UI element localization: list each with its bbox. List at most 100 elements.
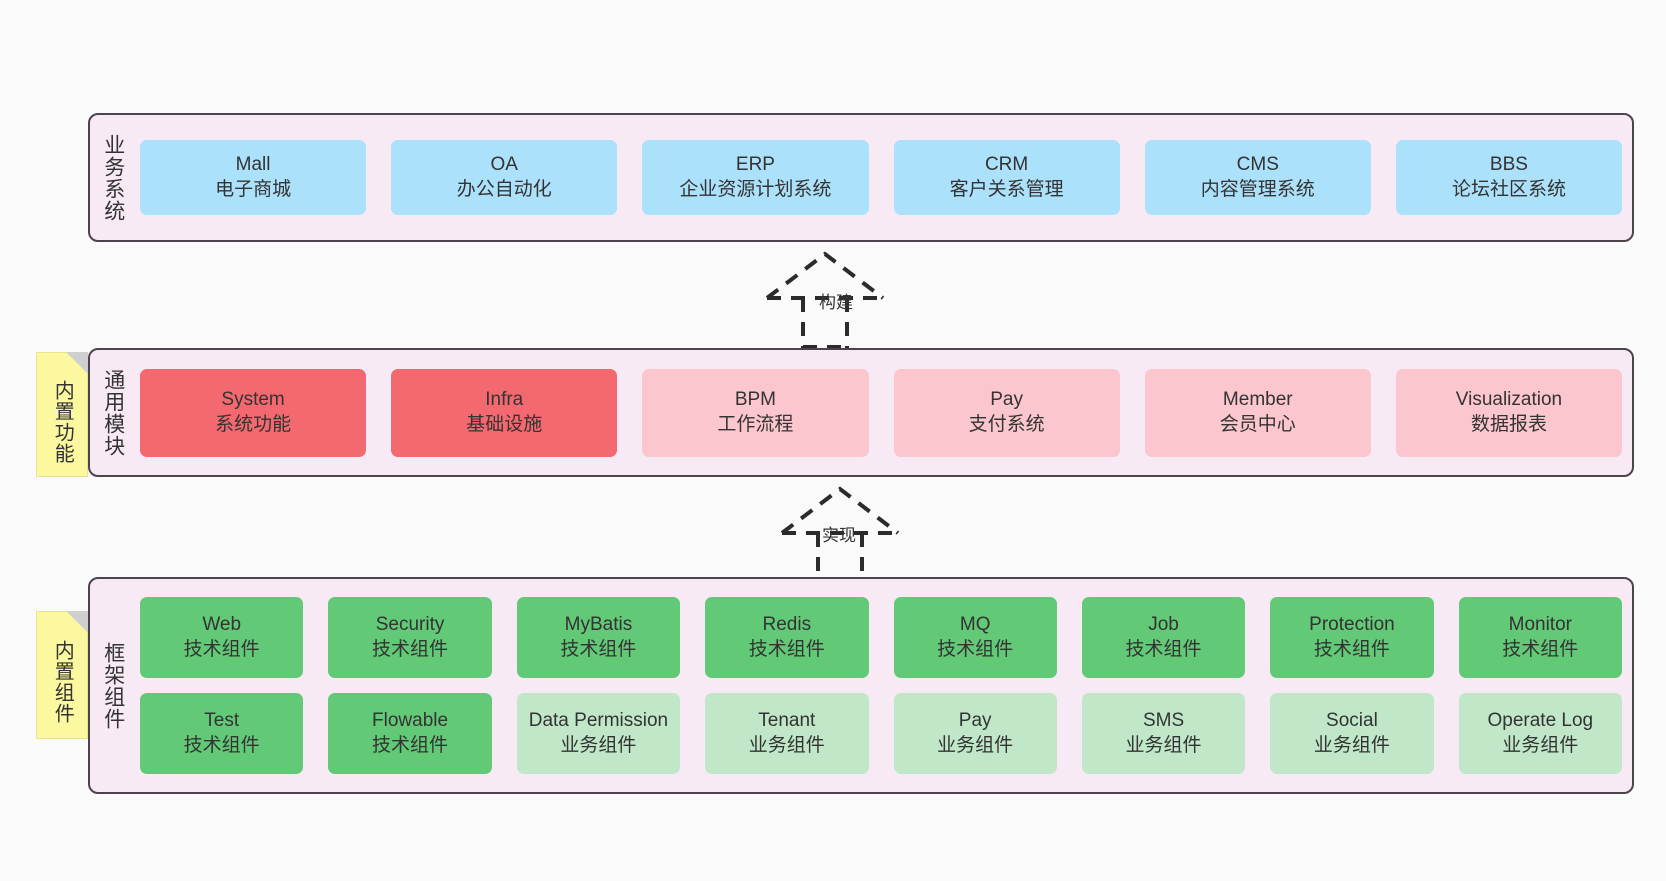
node-subtitle: 技术组件 xyxy=(1125,638,1202,660)
node-subtitle: 支付系统 xyxy=(968,413,1045,435)
node-subtitle: 数据报表 xyxy=(1470,413,1547,435)
node-subtitle: 内容管理系统 xyxy=(1200,178,1315,200)
layer-title-common: 通用模块 xyxy=(101,368,125,457)
node-title: Infra xyxy=(485,389,524,411)
node-title: Visualization xyxy=(1455,389,1563,411)
node-visualization[interactable]: Visualization 数据报表 xyxy=(1395,368,1623,457)
layer-row: Test 技术组件 Flowable 技术组件 Data Permission … xyxy=(140,693,1622,774)
node-title: Web xyxy=(202,614,242,636)
node-social[interactable]: Social 业务组件 xyxy=(1270,693,1434,774)
connector-build-label: 构建 xyxy=(819,293,853,312)
node-title: Member xyxy=(1222,389,1293,411)
node-bbs[interactable]: BBS 论坛社区系统 xyxy=(1395,140,1623,215)
node-mall[interactable]: Mall 电子商城 xyxy=(140,140,367,215)
node-bpm[interactable]: BPM 工作流程 xyxy=(642,368,869,457)
node-title: Job xyxy=(1148,614,1179,636)
node-test[interactable]: Test 技术组件 xyxy=(140,693,304,774)
node-title: System xyxy=(221,389,285,411)
node-subtitle: 论坛社区系统 xyxy=(1451,178,1566,200)
node-title: BPM xyxy=(734,389,777,411)
layer-row: Mall 电子商城 OA 办公自动化 ERP 企业资源计划系统 xyxy=(140,140,1623,215)
node-subtitle: 技术组件 xyxy=(937,638,1014,660)
node-title: Pay xyxy=(990,389,1023,411)
node-web[interactable]: Web 技术组件 xyxy=(140,597,304,678)
connector-build-arrow xyxy=(745,250,925,350)
layer-title-business: 业务系统 xyxy=(101,133,125,222)
node-subtitle: 业务组件 xyxy=(937,734,1014,756)
node-pay-module[interactable]: Pay 支付系统 xyxy=(893,368,1120,457)
node-title: ERP xyxy=(735,154,775,176)
node-sms[interactable]: SMS 业务组件 xyxy=(1081,693,1246,774)
node-title: Security xyxy=(375,614,445,636)
node-tenant[interactable]: Tenant 业务组件 xyxy=(705,693,869,774)
node-subtitle: 业务组件 xyxy=(748,734,825,756)
node-title: Operate Log xyxy=(1487,710,1594,732)
node-subtitle: 基础设施 xyxy=(466,413,543,435)
node-subtitle: 技术组件 xyxy=(748,638,825,660)
node-title: Mall xyxy=(235,154,271,176)
folded-corner-icon xyxy=(66,352,88,374)
node-title: SMS xyxy=(1142,710,1185,732)
node-redis[interactable]: Redis 技术组件 xyxy=(705,597,869,678)
layer-row: System 系统功能 Infra 基础设施 BPM 工作流程 xyxy=(140,368,1623,457)
node-title: Protection xyxy=(1309,614,1395,636)
node-title: Monitor xyxy=(1508,614,1572,636)
connector-implement-arrow xyxy=(760,485,940,585)
layer-body-business: Mall 电子商城 OA 办公自动化 ERP 企业资源计划系统 xyxy=(136,115,1632,240)
node-title: MQ xyxy=(959,614,991,636)
node-subtitle: 技术组件 xyxy=(372,638,449,660)
node-erp[interactable]: ERP 企业资源计划系统 xyxy=(642,140,869,215)
node-security[interactable]: Security 技术组件 xyxy=(328,597,492,678)
node-subtitle: 技术组件 xyxy=(372,734,449,756)
node-system[interactable]: System 系统功能 xyxy=(140,368,367,457)
layer-business-systems: 业务系统 Mall 电子商城 OA 办公自动化 ERP xyxy=(88,113,1634,242)
node-title: CRM xyxy=(984,154,1029,176)
node-title: MyBatis xyxy=(564,614,633,636)
node-mq[interactable]: MQ 技术组件 xyxy=(893,597,1057,678)
layer-row: Web 技术组件 Security 技术组件 MyBatis 技术组件 xyxy=(140,597,1622,678)
layer-title-framework: 框架组件 xyxy=(101,641,125,730)
node-subtitle: 技术组件 xyxy=(183,638,260,660)
node-title: CMS xyxy=(1236,154,1279,176)
node-subtitle: 技术组件 xyxy=(1313,638,1390,660)
node-monitor[interactable]: Monitor 技术组件 xyxy=(1458,597,1622,678)
node-subtitle: 业务组件 xyxy=(560,734,637,756)
node-data-permission[interactable]: Data Permission 业务组件 xyxy=(516,693,681,774)
node-subtitle: 系统功能 xyxy=(215,413,292,435)
node-title: Test xyxy=(204,710,240,732)
layer-body-framework: Web 技术组件 Security 技术组件 MyBatis 技术组件 xyxy=(136,579,1632,792)
sticky-note-label: 内置功能 xyxy=(51,379,74,464)
node-subtitle: 技术组件 xyxy=(560,638,637,660)
sticky-note-label: 内置组件 xyxy=(51,640,74,724)
sticky-note-builtin-features: 内置功能 xyxy=(36,352,88,477)
folded-corner-icon xyxy=(66,611,88,633)
node-subtitle: 企业资源计划系统 xyxy=(679,178,832,200)
node-title: Tenant xyxy=(758,710,816,732)
node-mybatis[interactable]: MyBatis 技术组件 xyxy=(516,597,681,678)
node-pay-component[interactable]: Pay 业务组件 xyxy=(893,693,1057,774)
node-oa[interactable]: OA 办公自动化 xyxy=(391,140,618,215)
connector-implement-label: 实现 xyxy=(822,526,856,545)
node-job[interactable]: Job 技术组件 xyxy=(1081,597,1246,678)
layer-body-common: System 系统功能 Infra 基础设施 BPM 工作流程 xyxy=(136,350,1632,475)
node-operate-log[interactable]: Operate Log 业务组件 xyxy=(1458,693,1622,774)
node-title: Flowable xyxy=(372,710,449,732)
node-subtitle: 会员中心 xyxy=(1219,413,1296,435)
node-infra[interactable]: Infra 基础设施 xyxy=(391,368,618,457)
node-member[interactable]: Member 会员中心 xyxy=(1144,368,1371,457)
layer-common-modules: 通用模块 System 系统功能 Infra 基础设施 xyxy=(88,348,1634,477)
node-cms[interactable]: CMS 内容管理系统 xyxy=(1144,140,1371,215)
node-subtitle: 办公自动化 xyxy=(456,178,552,200)
node-subtitle: 业务组件 xyxy=(1313,734,1390,756)
node-subtitle: 技术组件 xyxy=(1502,638,1579,660)
node-subtitle: 业务组件 xyxy=(1125,734,1202,756)
node-subtitle: 技术组件 xyxy=(183,734,260,756)
node-crm[interactable]: CRM 客户关系管理 xyxy=(893,140,1120,215)
node-subtitle: 客户关系管理 xyxy=(949,178,1064,200)
node-subtitle: 工作流程 xyxy=(717,413,794,435)
node-title: Social xyxy=(1326,710,1378,732)
node-flowable[interactable]: Flowable 技术组件 xyxy=(328,693,492,774)
node-protection[interactable]: Protection 技术组件 xyxy=(1270,597,1434,678)
layer-framework-components: 框架组件 Web 技术组件 Security 技术组件 xyxy=(88,577,1634,794)
